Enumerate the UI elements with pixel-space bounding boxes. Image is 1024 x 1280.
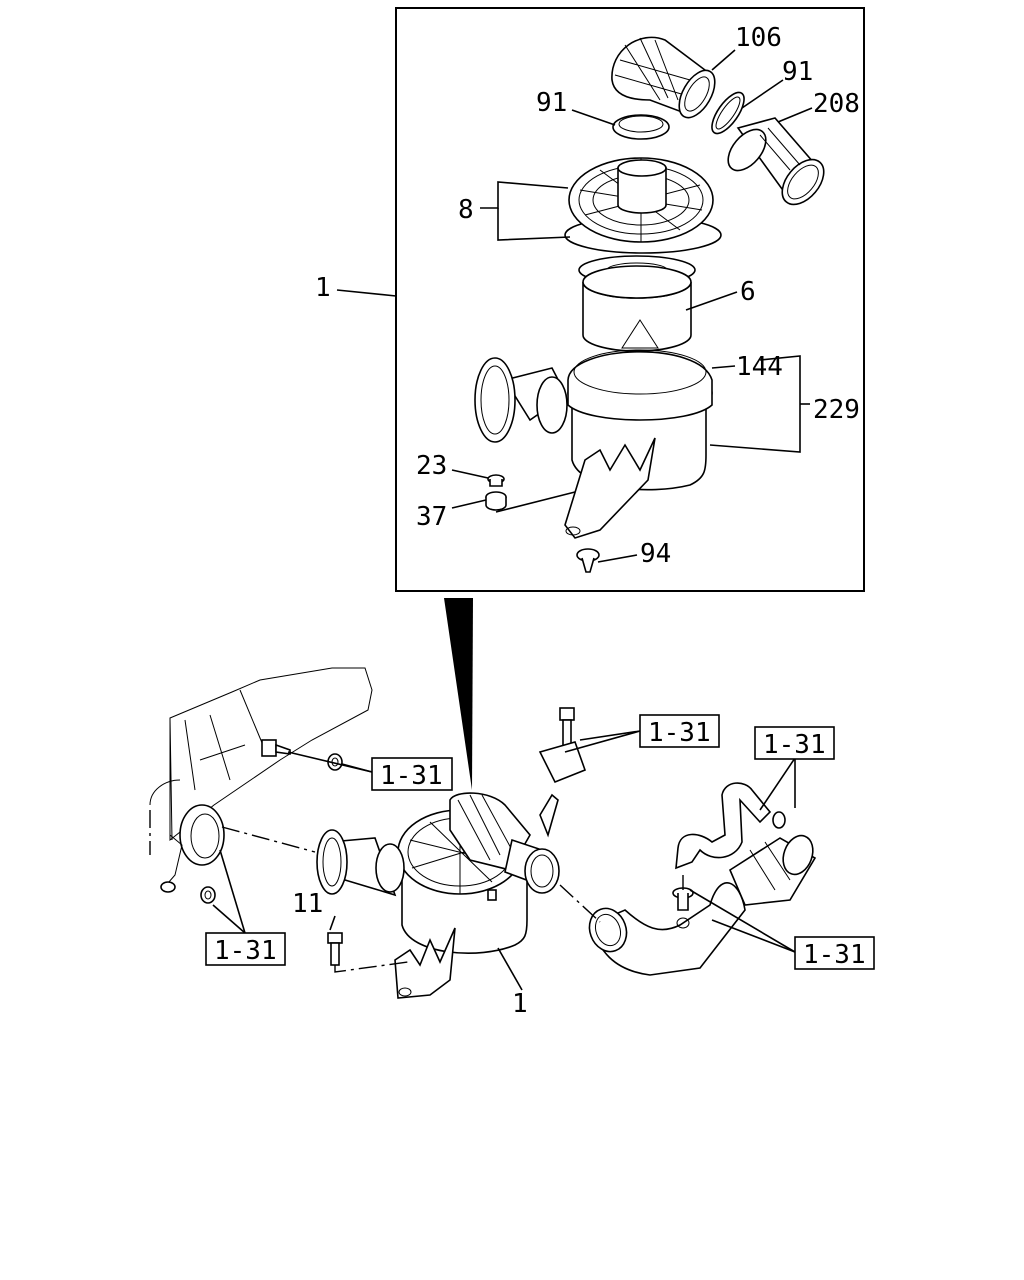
hose-clamp-91-left <box>612 114 670 140</box>
filter-element-6 <box>578 255 696 352</box>
plug-23 <box>487 474 505 487</box>
callout-91-left: 91 <box>536 88 567 118</box>
air-cleaner-body-229 <box>474 349 713 539</box>
grommet-37 <box>485 491 507 511</box>
callout-1-bottom: 1 <box>512 989 528 1019</box>
callout-91-right: 91 <box>782 57 813 87</box>
callout-11: 11 <box>292 889 323 919</box>
callout-106: 106 <box>735 23 782 53</box>
callout-6: 6 <box>740 277 756 307</box>
detail-pointer-wedge <box>444 598 473 790</box>
ref-label: 1-31 <box>214 936 277 966</box>
ref-label: 1-31 <box>648 718 711 748</box>
callout-1-top: 1 <box>315 273 331 303</box>
alignment-lines <box>221 826 684 973</box>
callout-23: 23 <box>416 451 447 481</box>
sensor-top <box>538 707 587 838</box>
hose-clamp-91-right <box>711 91 745 135</box>
callout-8: 8 <box>458 195 474 225</box>
air-hose-208 <box>727 117 825 206</box>
callout-144: 144 <box>736 352 783 382</box>
elbow-hose-106 <box>611 36 716 119</box>
nut-left-low <box>200 886 216 904</box>
ref-box-top-right[interactable]: 1-31 <box>754 726 835 760</box>
small-hose-right <box>672 782 786 929</box>
assembly-leader-lines <box>212 730 796 991</box>
bolt-11 <box>327 932 343 966</box>
ref-label: 1-31 <box>380 761 443 791</box>
ref-box-left-low[interactable]: 1-31 <box>205 932 286 966</box>
air-cleaner-cover-8 <box>564 157 722 254</box>
air-cleaner-assembly-1 <box>316 792 560 999</box>
ref-box-right-low[interactable]: 1-31 <box>794 936 875 970</box>
frame-bracket-left <box>149 667 373 855</box>
sensor-bracket <box>261 739 291 757</box>
valve-94 <box>576 548 600 573</box>
bracket-grommet <box>160 804 225 893</box>
ref-label: 1-31 <box>763 730 826 760</box>
ref-box-top-center[interactable]: 1-31 <box>639 714 720 748</box>
callout-229: 229 <box>813 395 860 425</box>
callout-208: 208 <box>813 89 860 119</box>
callout-37: 37 <box>416 502 447 532</box>
detail-leader-lines <box>336 49 813 563</box>
ref-box-left-mid[interactable]: 1-31 <box>371 757 453 791</box>
callout-94: 94 <box>640 539 671 569</box>
ref-label: 1-31 <box>803 940 866 970</box>
elbow-hose-right <box>588 834 817 976</box>
detail-frame <box>395 7 865 592</box>
